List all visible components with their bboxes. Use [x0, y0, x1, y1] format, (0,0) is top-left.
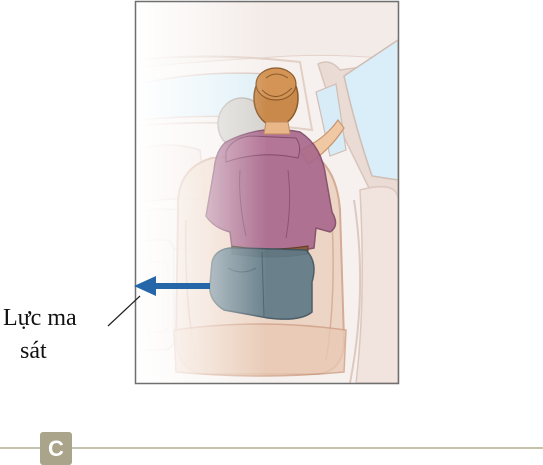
- force-arrow-icon: [134, 276, 210, 296]
- pointer-line-icon: [107, 295, 141, 327]
- scene-frame: [134, 0, 400, 385]
- force-label-line-1: Lực ma: [3, 305, 77, 331]
- panel-letter-badge: C: [40, 432, 72, 465]
- fade-overlay: [136, 2, 398, 383]
- force-label-line-2: sát: [20, 338, 47, 364]
- car-scene: [136, 2, 398, 383]
